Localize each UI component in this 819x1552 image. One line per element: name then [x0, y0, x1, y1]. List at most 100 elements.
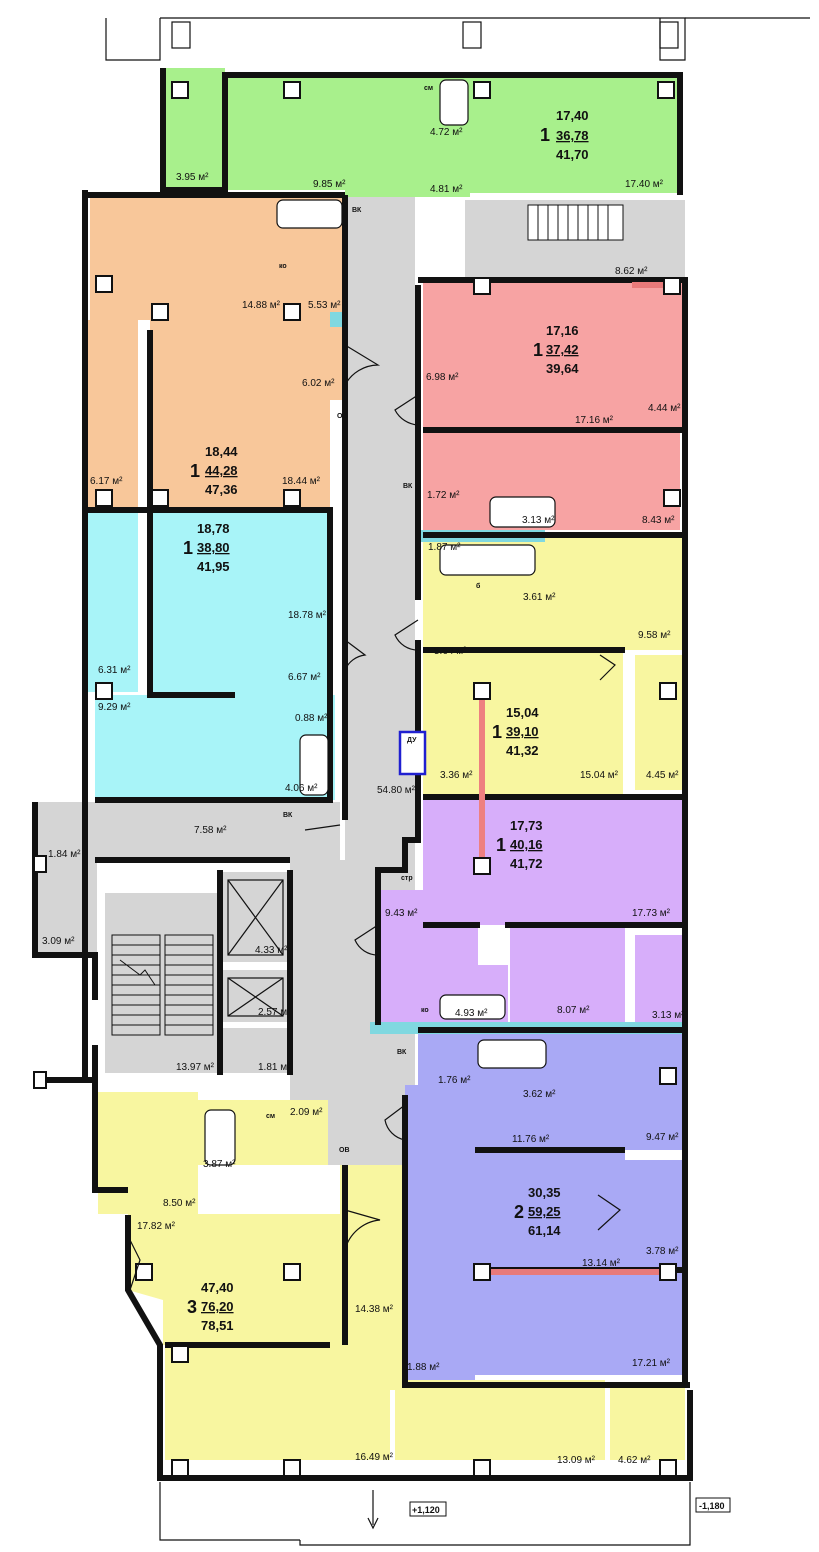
area-label: 9.85 м²: [313, 179, 346, 190]
area-label: 17.16 м²: [575, 415, 614, 426]
purple-info: 17,73 1 40,16 41,72: [496, 818, 543, 871]
area-label: 14.38 м²: [355, 1304, 394, 1315]
orange-total-balcony: 47,36: [205, 482, 238, 497]
vk-label: ВК: [397, 1049, 407, 1056]
red-info: 17,16 1 37,42 39,64: [533, 323, 579, 376]
cyan-room-count: 1: [183, 538, 193, 558]
area-label: 16.49 м²: [355, 1452, 394, 1463]
area-label: 5.64 м²: [434, 646, 467, 657]
area-label: 8.50 м²: [163, 1198, 196, 1209]
staircase: [105, 893, 217, 1073]
columns: [33, 81, 681, 1477]
area-label: 3.95 м²: [176, 172, 209, 183]
apartment-purple: [378, 800, 685, 1025]
area-label: 17.73 м²: [632, 908, 671, 919]
blue-total-balcony: 61,14: [528, 1223, 561, 1238]
area-label: 3.09 м²: [42, 936, 75, 947]
area-label: 4.33 м²: [255, 945, 288, 956]
area-label: 5.53 м²: [308, 300, 341, 311]
green-info: 17,40 1 36,78 41,70: [540, 108, 589, 162]
cyan-living-area: 18,78: [197, 521, 230, 536]
area-label: 4.81 м²: [430, 184, 463, 195]
area-label: 3.13 м²: [652, 1010, 685, 1021]
orange-room-count: 1: [190, 461, 200, 481]
fixture-labels: ВК ВК ВК ВК ОВ ОВ ДУ см см ко ко б стр: [266, 85, 481, 1154]
apartment-orange: [88, 195, 345, 510]
yellow1-total-area: 39,10: [506, 724, 539, 739]
red-room-count: 1: [533, 340, 543, 360]
area-label: 4.93 м²: [455, 1008, 488, 1019]
red-living-area: 17,16: [546, 323, 579, 338]
area-label: 4.72 м²: [430, 127, 463, 138]
red-total-area: 37,42: [546, 342, 579, 357]
yellow1-total-balcony: 41,32: [506, 743, 539, 758]
corridor-mid: [95, 802, 340, 862]
area-label: 1.88 м²: [407, 1362, 440, 1373]
cyan-total-area: 38,80: [197, 540, 230, 555]
apartment-cyan: [88, 512, 335, 800]
cyan-total-balcony: 41,95: [197, 559, 230, 574]
ov-label: ОВ: [337, 413, 348, 420]
area-label: 8.43 м²: [642, 515, 675, 526]
purple-total-balcony: 41,72: [510, 856, 543, 871]
blue-room-count: 2: [514, 1202, 524, 1222]
area-label: 4.44 м²: [648, 403, 681, 414]
ov-label: ОВ: [339, 1147, 350, 1154]
cm-label: см: [266, 1113, 275, 1120]
apartment-blue: [405, 1030, 685, 1385]
area-label: 17.40 м²: [625, 179, 664, 190]
green-total-balcony: 41,70: [556, 147, 589, 162]
smoke-exhaust-box: [398, 730, 427, 776]
room-area-labels: 3.95 м² 9.85 м² 4.72 м² 4.81 м² 17.40 м²…: [42, 127, 685, 1466]
area-label: 13.97 м²: [176, 1062, 215, 1073]
bathtubs: [204, 79, 556, 1166]
vk-label: ВК: [352, 207, 362, 214]
area-label: 3.62 м²: [523, 1089, 556, 1100]
yellow3-room-count: 3: [187, 1297, 197, 1317]
purple-total-area: 40,16: [510, 837, 543, 852]
green-total-area: 36,78: [556, 128, 589, 143]
orange-living-area: 18,44: [205, 444, 238, 459]
area-label: 9.29 м²: [98, 702, 131, 713]
apartment-green: [163, 68, 680, 197]
area-label: 1.81 м²: [258, 1062, 291, 1073]
area-label: 11.76 м²: [512, 1134, 550, 1145]
b-label: б: [476, 582, 481, 590]
cyan-info: 18,78 1 38,80 41,95: [183, 521, 230, 574]
area-label: 54.80 м²: [377, 785, 416, 796]
area-label: 4.45 м²: [646, 770, 679, 781]
yellow3-living-area: 47,40: [201, 1280, 234, 1295]
room-1-81: [222, 1028, 290, 1073]
area-label: 6.98 м²: [426, 372, 459, 383]
area-label: 6.17 м²: [90, 476, 123, 487]
orange-total-area: 44,28: [205, 463, 238, 478]
area-label: 3.36 м²: [440, 770, 473, 781]
area-label: 3.61 м²: [523, 592, 556, 603]
area-label: 3.78 м²: [646, 1246, 679, 1257]
area-label: 2.09 м²: [290, 1107, 323, 1118]
area-label: 1.84 м²: [48, 849, 81, 860]
outside-elevation: -1,180: [699, 1501, 725, 1511]
str-label: стр: [401, 875, 413, 882]
area-label: 9.47 м²: [646, 1132, 679, 1143]
yellow3-total-area: 76,20: [201, 1299, 234, 1314]
purple-room-count: 1: [496, 835, 506, 855]
area-label: 7.58 м²: [194, 825, 227, 836]
cm-label: см: [424, 85, 433, 92]
area-label: 9.43 м²: [385, 908, 418, 919]
yellow3-total-balcony: 78,51: [201, 1318, 234, 1333]
green-living-area: 17,40: [556, 108, 589, 123]
area-label: 17.82 м²: [137, 1221, 176, 1232]
bottom-outline: [159, 1482, 731, 1546]
stair-flights: [111, 204, 624, 1036]
yellow1-living-area: 15,04: [506, 705, 539, 720]
area-label: 18.44 м²: [282, 476, 321, 487]
area-label: 15.04 м²: [580, 770, 619, 781]
area-label: 8.62 м²: [615, 266, 648, 277]
area-label: 8.07 м²: [557, 1005, 590, 1016]
area-label: 14.88 м²: [242, 300, 281, 311]
area-label: 1.72 м²: [427, 490, 460, 501]
area-label: 17.21 м²: [632, 1358, 671, 1369]
lift-shafts: [227, 879, 284, 1017]
area-label: 6.02 м²: [302, 378, 335, 389]
